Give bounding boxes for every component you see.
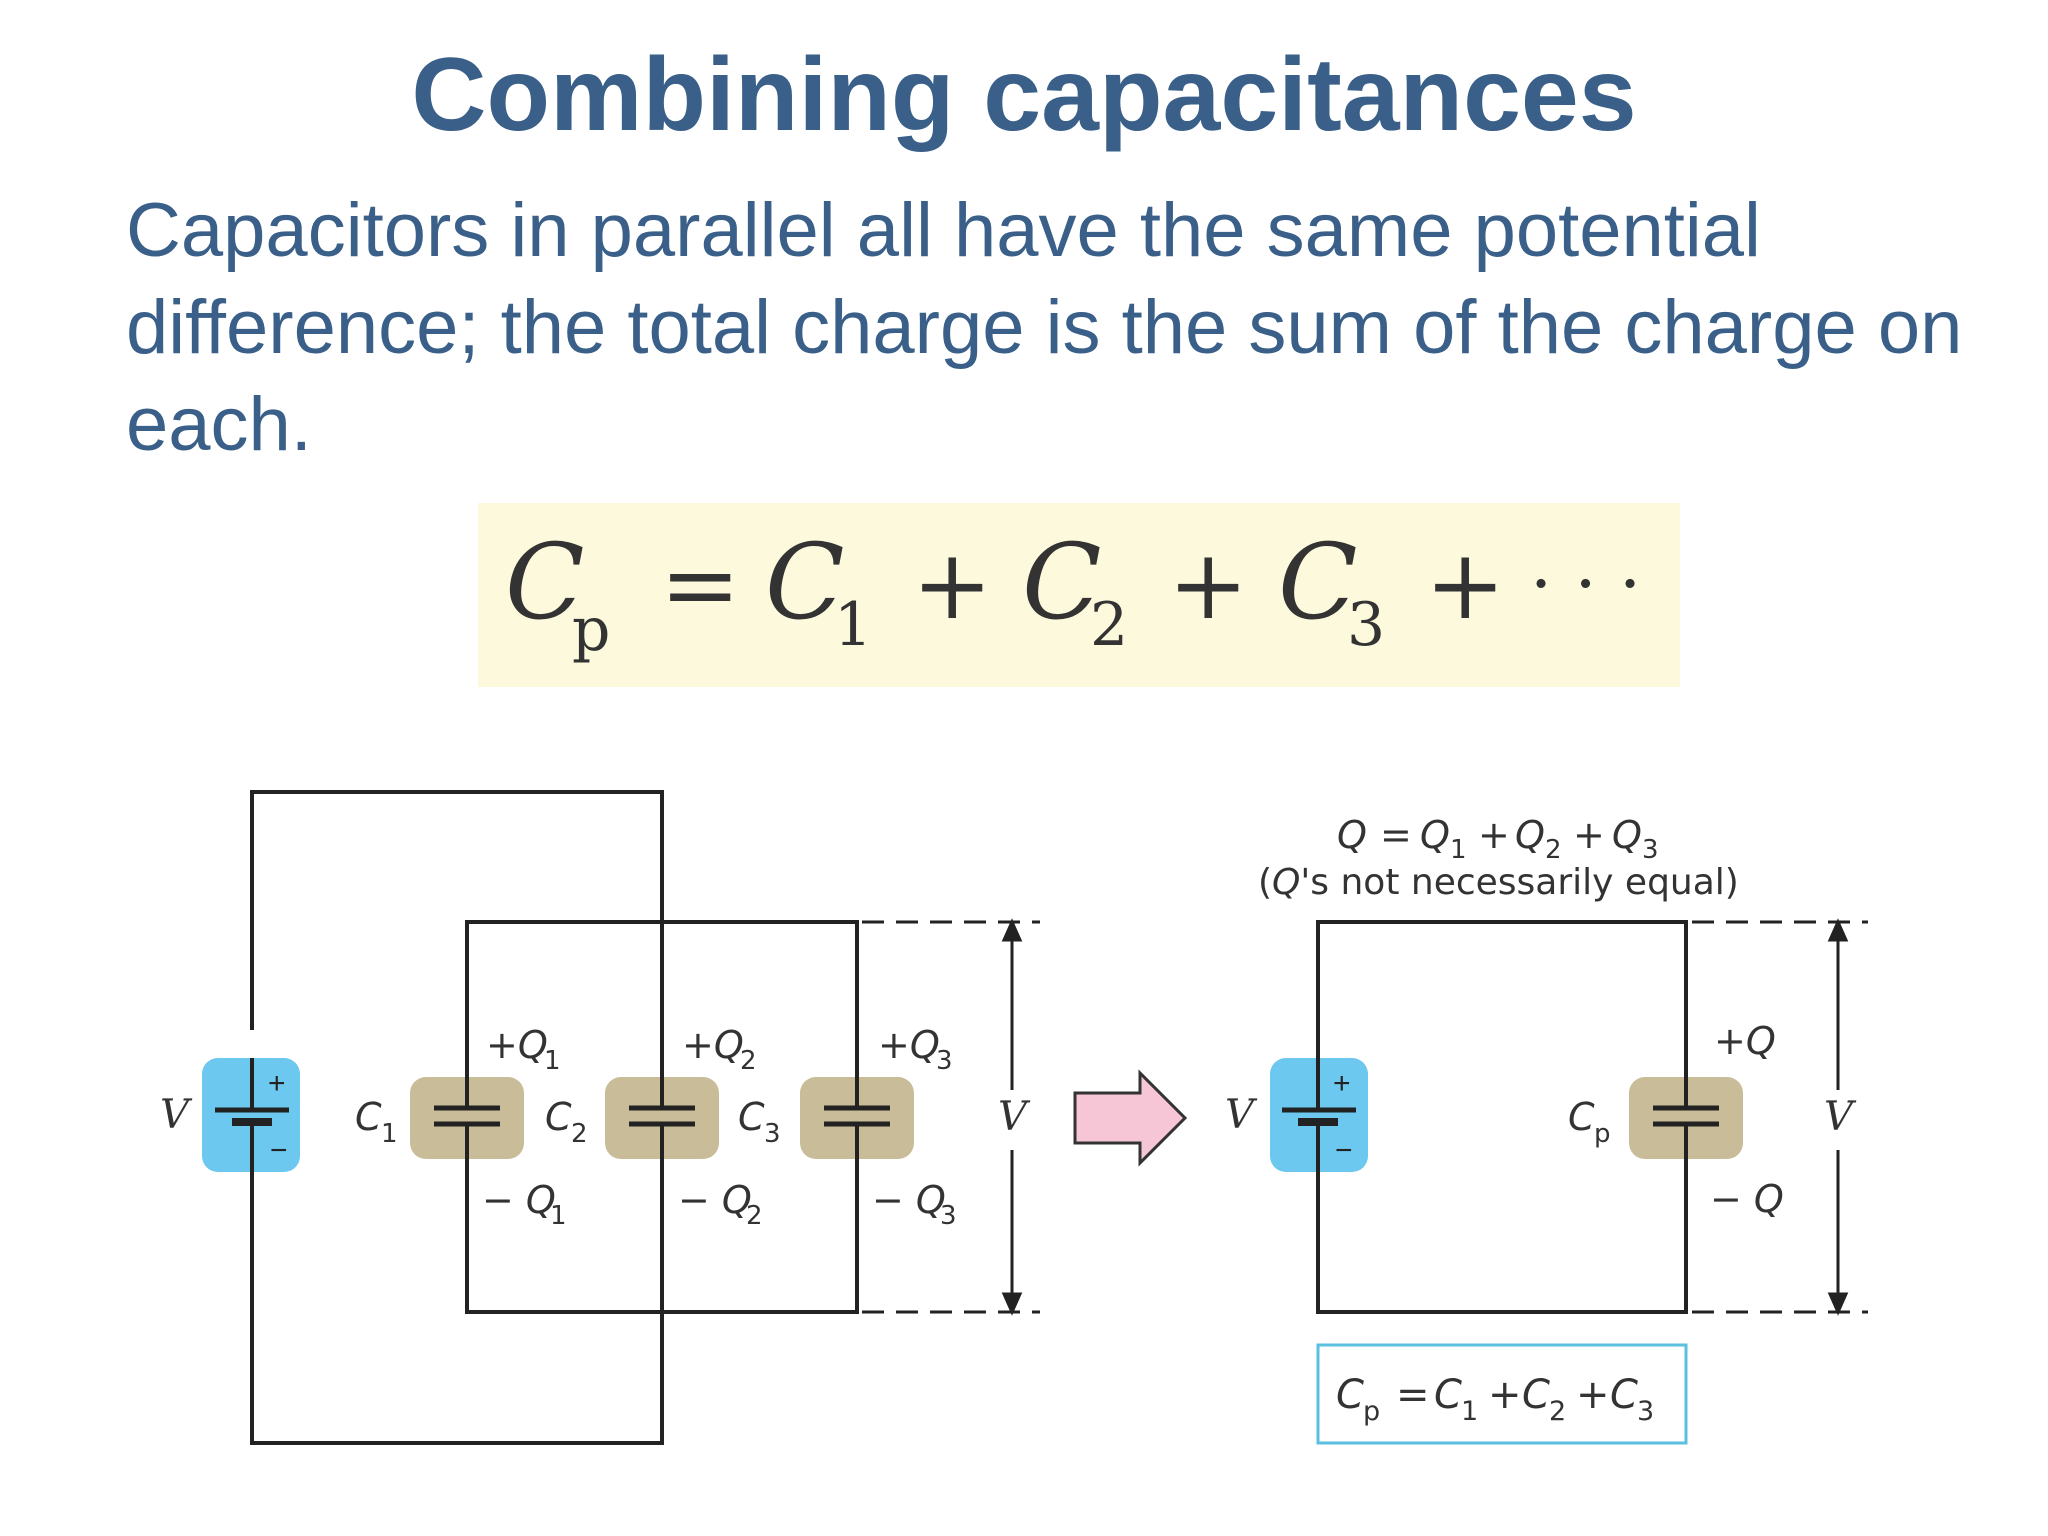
- right-loop-wire: [1316, 920, 1688, 1314]
- capacitor-c2: [605, 1077, 719, 1159]
- left-voltage-label: V: [998, 1094, 1031, 1140]
- result-cp-subscript: p: [1363, 1396, 1380, 1427]
- q1-minus-subscript: 1: [550, 1201, 567, 1231]
- q-minus-label: − Q: [1710, 1177, 1784, 1221]
- eq-q3-subscript: 3: [1642, 835, 1659, 865]
- cp-name-subscript: p: [1594, 1119, 1611, 1149]
- slide-body-text: Capacitors in parallel all have the same…: [126, 188, 1963, 467]
- formula-c2-letter: C: [1022, 521, 1102, 643]
- eq-q2: Q: [1515, 813, 1545, 857]
- capacitor-c1: [410, 1077, 524, 1159]
- right-equivalent-circuit: [1316, 920, 1688, 1314]
- result-cp: C: [1336, 1372, 1364, 1418]
- result-c3-subscript: 3: [1637, 1396, 1654, 1427]
- right-charge-equation: Q = Q 1 + Q 2 + Q 3 (Q's not necessarily…: [1258, 813, 1739, 903]
- eq-q2-subscript: 2: [1545, 835, 1562, 865]
- left-voltage-dimension: [862, 918, 1040, 1316]
- capacitor-cp: [1629, 1077, 1743, 1159]
- left-battery-minus: −: [270, 1134, 288, 1167]
- q-plus-label: +Q: [1714, 1019, 1776, 1063]
- c2-name-subscript: 2: [571, 1119, 588, 1149]
- right-battery-plus: +: [1333, 1067, 1351, 1100]
- equivalence-arrow-icon: [1073, 1069, 1188, 1167]
- left-capacitors: [410, 1077, 914, 1159]
- eq-plus-2: +: [1573, 813, 1605, 857]
- result-plus-2: +: [1576, 1372, 1610, 1418]
- left-battery-voltage-label: V: [160, 1092, 193, 1138]
- result-c3: C: [1610, 1372, 1638, 1418]
- formula-box: [478, 503, 1680, 687]
- formula-cp-subscript: p: [572, 595, 610, 665]
- result-c1-subscript: 1: [1461, 1396, 1478, 1427]
- right-battery: + −: [1270, 1058, 1368, 1172]
- q3-plus-label: +Q: [878, 1023, 940, 1067]
- formula-cp-letter: C: [505, 521, 585, 643]
- eq-plus-1: +: [1478, 813, 1510, 857]
- q2-minus-label: − Q: [678, 1178, 752, 1222]
- charge-note: (Q's not necessarily equal): [1258, 862, 1739, 903]
- right-battery-body: [1270, 1058, 1368, 1172]
- eq-q1-subscript: 1: [1450, 835, 1467, 865]
- parallel-capacitance-formula: C p = C 1 + C 2 + C 3 + · · ·: [478, 503, 1680, 687]
- eq-q1: Q: [1420, 813, 1450, 857]
- q3-minus-subscript: 3: [940, 1201, 957, 1231]
- c1-name-subscript: 1: [381, 1119, 398, 1149]
- c3-name: C: [738, 1095, 765, 1139]
- result-c2-subscript: 2: [1549, 1396, 1566, 1427]
- cp-name: C: [1568, 1095, 1595, 1139]
- capacitor-c3: [800, 1077, 914, 1159]
- q3-minus-label: − Q: [872, 1178, 946, 1222]
- q1-minus-label: − Q: [482, 1178, 556, 1222]
- right-voltage-dimension: [1692, 918, 1868, 1316]
- q2-minus-subscript: 2: [746, 1201, 763, 1231]
- c1-name: C: [355, 1095, 382, 1139]
- result-c1: C: [1434, 1372, 1462, 1418]
- eq-q-total: Q: [1337, 813, 1367, 857]
- left-battery-plus: +: [268, 1067, 286, 1100]
- right-battery-voltage-label: V: [1225, 1092, 1258, 1138]
- left-battery: + −: [202, 1058, 300, 1172]
- formula-c3-subscript: 3: [1347, 590, 1385, 660]
- left-battery-body: [202, 1058, 300, 1172]
- formula-ellipsis: · · ·: [1530, 543, 1641, 625]
- c2-name: C: [545, 1095, 572, 1139]
- slide-title: Combining capacitances: [411, 37, 1637, 153]
- q3-plus-subscript: 3: [936, 1046, 953, 1076]
- formula-plus-1: +: [912, 529, 992, 641]
- result-formula-box: C p = C 1 + C 2 + C 3: [1316, 1343, 1688, 1445]
- formula-plus-3: +: [1425, 529, 1505, 641]
- right-voltage-label: V: [1824, 1094, 1857, 1140]
- formula-c1-letter: C: [765, 521, 845, 643]
- eq-equals: =: [1380, 813, 1412, 857]
- inner-loop-wire: [465, 920, 859, 1314]
- result-c2: C: [1522, 1372, 1550, 1418]
- q1-plus-subscript: 1: [544, 1046, 561, 1076]
- right-battery-minus: −: [1335, 1134, 1353, 1167]
- result-equals: =: [1396, 1372, 1430, 1418]
- formula-c3-letter: C: [1278, 521, 1358, 643]
- formula-plus-2: +: [1168, 529, 1248, 641]
- c3-name-subscript: 3: [764, 1119, 781, 1149]
- q2-plus-label: +Q: [682, 1023, 744, 1067]
- formula-c2-subscript: 2: [1090, 590, 1128, 660]
- q1-plus-label: +Q: [486, 1023, 548, 1067]
- eq-q3: Q: [1612, 813, 1642, 857]
- formula-equals: =: [660, 529, 740, 641]
- result-plus-1: +: [1488, 1372, 1522, 1418]
- formula-c1-subscript: 1: [834, 590, 872, 660]
- q2-plus-subscript: 2: [740, 1046, 757, 1076]
